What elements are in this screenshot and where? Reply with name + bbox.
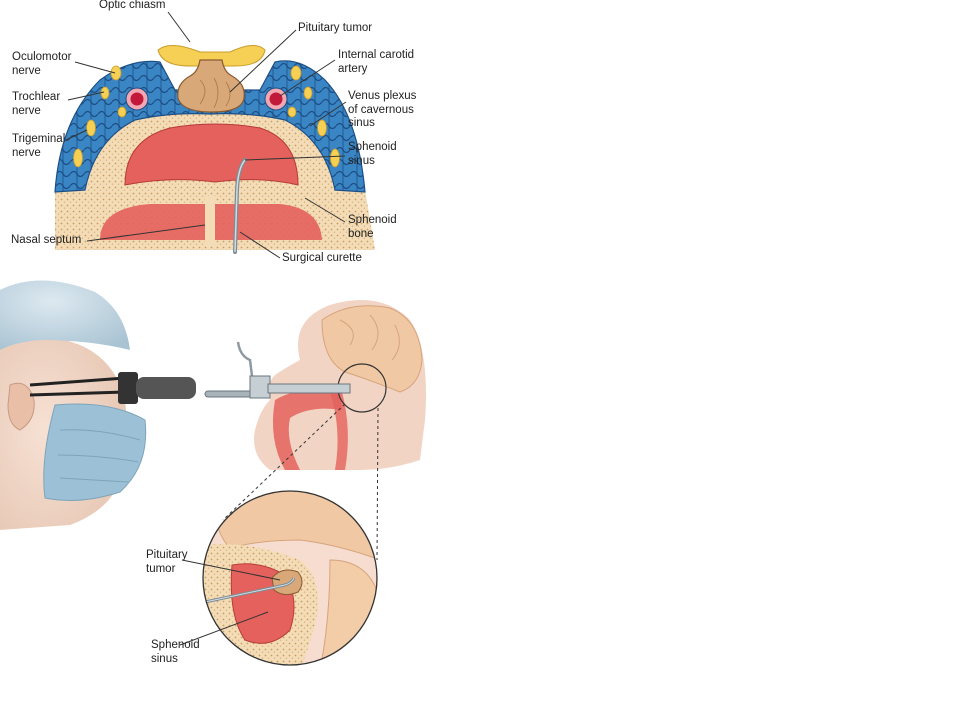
surgeon (0, 280, 196, 530)
tumor-texture (199, 77, 231, 109)
nasal-cavity-left (100, 204, 205, 240)
zoom-line-right (376, 407, 379, 561)
surgical-scene (0, 280, 426, 561)
nasal-cavity-right (215, 204, 322, 240)
cranial-nerves (73, 65, 340, 168)
coronal-cross-section (54, 11, 375, 259)
inset-leader-lines (179, 559, 281, 646)
optic-chiasm-shape (157, 45, 266, 67)
internal-carotid-left (125, 87, 149, 111)
mask-folds (57, 429, 141, 483)
inset-brain (214, 491, 377, 561)
internal-carotid-right (264, 87, 288, 111)
top-leader-lines (65, 11, 347, 259)
patient-brain (321, 305, 423, 393)
headband (29, 376, 126, 397)
eyepiece (118, 372, 138, 404)
label-sphenoid-sinus: Sphenoid sinus (348, 141, 397, 167)
endoscope (204, 341, 351, 399)
label-inset-pituitary-tumor: Pituitary tumor (146, 549, 188, 575)
label-trochlear-nerve: Trochlear nerve (12, 91, 61, 117)
label-optic-chiasm: Optic chiasm (99, 0, 166, 11)
label-internal-carotid-artery: Internal carotid artery (338, 49, 415, 75)
surgeon-cap (0, 280, 130, 350)
label-surgical-curette: Surgical curette (282, 252, 362, 264)
label-inset-sphenoid-sinus: Sphenoid sinus (151, 639, 200, 665)
inset-border (202, 490, 378, 666)
pituitary-tumor-shape (177, 59, 245, 113)
surgeon-mask (43, 403, 147, 501)
camera-handle (136, 377, 196, 399)
patient-pharynx (330, 392, 348, 470)
label-pituitary-tumor: Pituitary tumor (298, 22, 373, 34)
label-nasal-septum: Nasal septum (11, 234, 82, 246)
label-oculomotor-nerve: Oculomotor nerve (12, 51, 72, 77)
magnified-inset (179, 490, 378, 666)
brain-folds (339, 314, 400, 361)
sphenoid-sinus-cavity (124, 123, 299, 186)
label-venus-plexus: Venus plexus of cavernous sinus (348, 90, 417, 129)
label-sphenoid-bone: Sphenoid bone (348, 214, 397, 240)
label-trigeminal-nerve: Trigeminal nerve (12, 133, 66, 159)
nasal-septum-bar (205, 196, 215, 246)
patient-airway (272, 389, 342, 470)
inset-pituitary-tumor (271, 569, 303, 596)
surgeon-ear (7, 382, 35, 431)
zoom-line-left (222, 403, 346, 521)
